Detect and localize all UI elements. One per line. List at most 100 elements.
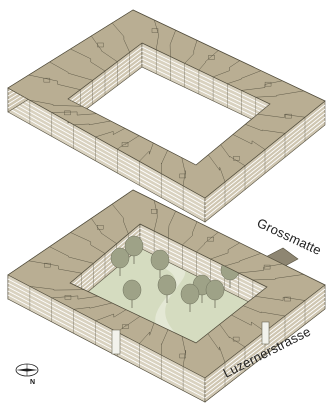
roof-ring: [7, 9, 326, 199]
passage-opening: [111, 329, 121, 355]
roof-segment-line: [231, 314, 266, 332]
roof-skylight: [233, 156, 240, 161]
roof-segment-line: [117, 316, 141, 333]
roof-skylight: [207, 236, 214, 242]
roof-segment-line: [29, 99, 83, 107]
roof-segment-line: [139, 322, 155, 344]
floor-line: [141, 58, 271, 121]
floor-line: [141, 46, 271, 109]
roof-segment-line: [238, 263, 283, 274]
floor-line: [7, 99, 206, 211]
tree-icon: [110, 247, 130, 269]
tree-icon: [180, 283, 200, 305]
lower-perimeter-block-with-courtyard: [7, 189, 326, 403]
roof-segment-line: [184, 40, 198, 64]
roof-segment-line: [182, 221, 198, 246]
roof-segment-line: [167, 211, 176, 239]
roof-segment-line: [169, 30, 176, 57]
roof-segment-line: [49, 61, 93, 81]
roof-segment-line: [243, 305, 286, 317]
roof-segment-line: [255, 296, 306, 301]
roof-skylight: [179, 353, 186, 359]
roof-segment-line: [220, 144, 246, 166]
roof-skylight: [208, 55, 215, 60]
roof-segment-line: [117, 135, 140, 150]
roof-skylight: [64, 110, 71, 116]
roof-segment-line: [196, 232, 219, 253]
floor-line: [7, 95, 206, 207]
floor-line: [141, 50, 271, 113]
roof-skylight: [121, 142, 129, 147]
roof-segment-line: [91, 35, 118, 62]
courtyard-path: [155, 258, 186, 349]
roof-segment-line: [227, 70, 262, 84]
roof-segment-line: [207, 333, 226, 363]
roof-skylight: [96, 224, 104, 230]
roof-skylight: [151, 209, 158, 214]
roof-segment-line: [219, 324, 246, 348]
roof-segment-line: [70, 232, 106, 254]
north-label: N: [30, 379, 35, 386]
upper-perimeter-block: [7, 9, 326, 223]
roof-segment-line: [213, 60, 240, 78]
tree-icon: [157, 274, 177, 296]
roof-segment-line: [73, 120, 111, 126]
floor-line: [7, 91, 206, 203]
roof-skylight: [264, 81, 272, 87]
roof-segment-line: [49, 246, 94, 264]
roof-skylight: [97, 42, 104, 48]
roof-segment-line: [112, 204, 129, 234]
roof-segment-line: [70, 48, 106, 72]
roof-segment-line: [28, 74, 81, 90]
roof-segment-line: [198, 50, 219, 71]
roof-segment-line: [208, 154, 226, 182]
roof-segment-line: [160, 150, 168, 174]
roof-skylight: [64, 295, 72, 300]
roof-segment-line: [91, 218, 117, 244]
roof-skylight: [179, 173, 186, 179]
roof-segment-line: [29, 286, 85, 291]
roof-segment-line: [154, 20, 159, 50]
roof-skylight: [122, 324, 129, 329]
roof-skylight: [44, 262, 51, 268]
street-label-grossmatte: Grossmatte: [255, 215, 324, 258]
roof-skylight: [232, 336, 240, 342]
floor-line: [7, 278, 206, 383]
tree-icon: [124, 235, 144, 257]
floor-line: [7, 107, 206, 219]
roof-segment-line: [160, 329, 169, 356]
roof-segment-line: [139, 142, 154, 162]
roof-skylight: [43, 77, 51, 83]
floor-line: [7, 294, 206, 399]
roof-segment-line: [73, 302, 113, 310]
roof-segment-line: [181, 336, 186, 367]
roof-skylight: [151, 28, 159, 33]
roof-segment-line: [232, 134, 266, 150]
tree-icon: [122, 279, 142, 301]
roof-segment-line: [153, 200, 158, 232]
roof-segment-line: [95, 128, 126, 138]
roof-segment-line: [252, 274, 304, 281]
roof-segment-line: [28, 260, 82, 274]
passage-opening: [261, 321, 270, 345]
floor-line: [141, 54, 271, 117]
floor-line: [7, 286, 206, 391]
floor-line: [7, 290, 206, 395]
tree-icon: [205, 279, 225, 301]
roof-segment-line: [210, 242, 240, 260]
roof-segment-line: [112, 22, 130, 53]
roof-skylight: [284, 296, 291, 302]
tree-icon: [150, 249, 170, 271]
roof-segment-line: [224, 253, 262, 267]
floor-line: [139, 235, 268, 300]
floor-line: [7, 282, 206, 387]
floor-line: [139, 231, 268, 296]
roof-segment-line: [245, 124, 286, 134]
floor-line: [139, 227, 268, 292]
roof-segment-line: [255, 90, 304, 98]
floor-line: [141, 62, 271, 125]
roof-skylight: [263, 264, 271, 270]
roof-segment-line: [95, 309, 127, 322]
